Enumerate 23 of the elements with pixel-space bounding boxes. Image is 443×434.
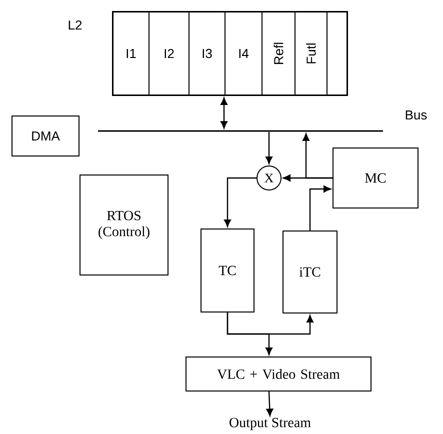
- block-box: DMA: [12, 116, 80, 156]
- memory-cell: I4: [224, 12, 262, 96]
- block-box: TC: [200, 228, 254, 312]
- arrow: [309, 186, 331, 230]
- memory-cell: I2: [148, 12, 190, 96]
- block-box: MC: [332, 148, 418, 208]
- arrow: [266, 391, 274, 416]
- bus-label: Bus: [406, 110, 427, 120]
- memory-cell: I1: [112, 12, 150, 96]
- arrow: [224, 177, 256, 227]
- memory-cell: I3: [188, 12, 226, 96]
- memory-cell: Futl: [294, 12, 328, 96]
- memory-cell: Refl: [262, 12, 296, 96]
- block-box: RTOS (Control): [80, 174, 168, 276]
- block-box: iTC: [282, 230, 338, 314]
- output-label: Output Stream: [230, 418, 311, 430]
- arrow: [226, 312, 272, 355]
- arrow: [220, 98, 228, 129]
- memory-cell: [326, 12, 348, 96]
- arrow: [283, 174, 332, 182]
- block-box: VLC + Video Stream: [186, 356, 372, 392]
- box-heading: L2: [68, 20, 82, 30]
- arrow: [266, 132, 272, 164]
